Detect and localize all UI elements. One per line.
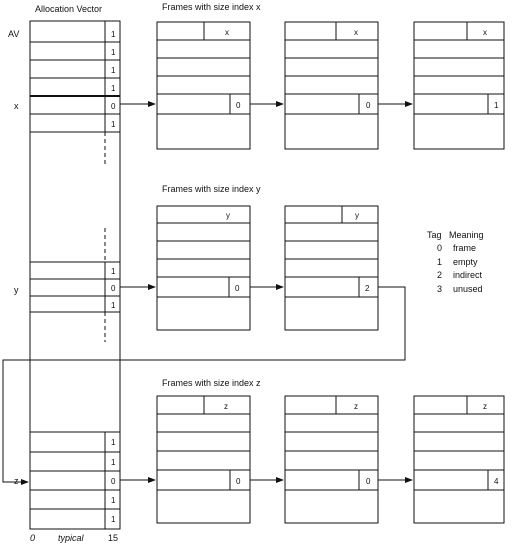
bit-label-low: 0 [30,533,35,543]
frame-header-tag: z [483,402,487,411]
frame-tag: 4 [494,477,499,486]
frame-x-1: x 0 [156,21,251,150]
frame-y-2: y 2 [284,205,379,331]
frame-tag: 0 [366,101,371,110]
group-heading-z: Frames with size index z [162,378,261,388]
frame-x-2: x 0 [284,21,379,150]
row-label-y: y [14,285,19,295]
frame-header-tag: x [483,28,487,37]
legend-meaning: unused [453,284,483,294]
av-tag: 1 [111,267,116,276]
av-tag: 0 [111,102,116,111]
frame-z-3: z 4 [413,395,505,524]
av-tags-top: 1 1 1 1 0 1 [111,30,116,129]
av-tag: 1 [111,301,116,310]
row-label-z: z [14,476,19,486]
tag-legend: Tag Meaning 0 frame 1 empty 2 indirect 3… [427,230,484,294]
av-tag: 1 [111,30,116,39]
av-tag: 1 [111,48,116,57]
av-tag: 1 [111,515,116,524]
row-label-x: x [14,101,19,111]
frame-x-3: x 1 [413,21,505,150]
frame-tag: 2 [365,284,370,293]
pointer-arrows [2,101,413,485]
av-tags-bottom: 1 1 0 1 1 [111,438,116,524]
frame-header-tag: z [354,402,358,411]
av-rows-top [30,41,120,133]
legend-header-meaning: Meaning [449,230,484,240]
group-heading-y: Frames with size index y [162,184,261,194]
frame-tag: 0 [236,477,241,486]
legend-tag: 1 [437,257,442,267]
frame-tag: 0 [235,284,240,293]
legend-tag: 3 [437,284,442,294]
av-rows-middle [30,261,120,313]
legend-tag: 0 [437,243,442,253]
av-tags-middle: 1 0 1 [111,267,116,310]
bit-label-high: 15 [108,533,118,543]
legend-meaning: empty [453,257,478,267]
av-tag: 1 [111,496,116,505]
frame-tag: 1 [494,101,499,110]
av-tag: 1 [111,458,116,467]
frame-header-tag: z [224,402,228,411]
av-column [29,20,121,530]
frame-header-tag: y [355,211,359,220]
av-tag: 0 [111,477,116,486]
frame-tag: 0 [236,101,241,110]
av-tag: 1 [111,84,116,93]
bit-label-typical: typical [58,533,85,543]
frame-header-tag: x [354,28,358,37]
legend-meaning: frame [453,243,476,253]
legend-header-tag: Tag [427,230,442,240]
arrow-indirect-to-z [2,286,406,485]
frame-z-2: z 0 [284,395,379,524]
row-label-av: AV [8,29,19,39]
frame-header-tag: x [225,28,229,37]
av-tag: 1 [111,120,116,129]
legend-meaning: indirect [453,270,483,280]
av-title: Allocation Vector [35,4,102,14]
frame-tag: 0 [366,477,371,486]
av-tag: 1 [111,438,116,447]
frame-y-1: y 0 [156,205,251,331]
frame-header-tag: y [226,211,230,220]
av-tag: 1 [111,66,116,75]
group-heading-x: Frames with size index x [162,2,261,12]
av-rows-bottom [30,431,120,510]
legend-tag: 2 [437,270,442,280]
frame-z-1: z 0 [156,395,251,524]
av-tag: 0 [111,284,116,293]
